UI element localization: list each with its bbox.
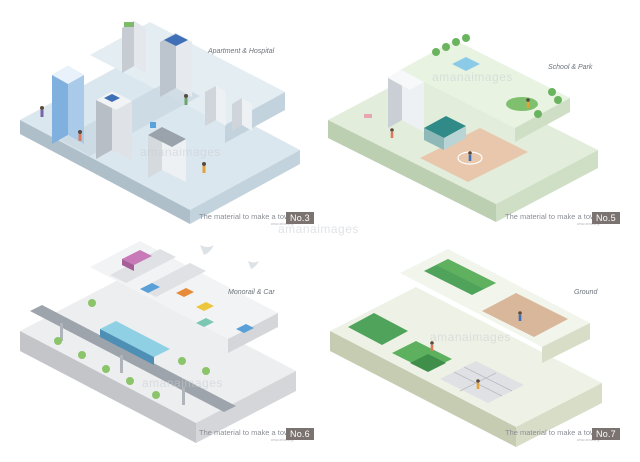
panel-caption: The material to make a town www.amana.jp xyxy=(505,428,600,442)
caption-text: The material to make a town xyxy=(199,428,294,437)
caption-text: The material to make a town xyxy=(505,212,600,221)
caption-subtext: www.amana.jp xyxy=(576,438,600,442)
apartment-hospital-illustration xyxy=(20,21,300,224)
panel-sign-monorail-car: Monorail & Car xyxy=(228,289,275,296)
watermark: amanaimages xyxy=(430,330,511,344)
panel-monorail-car: Monorail & Car The material to make a to… xyxy=(0,231,320,462)
panel-ground: Ground The material to make a town www.a… xyxy=(320,231,640,462)
panel-caption: The material to make a town www.amana.jp xyxy=(199,212,294,226)
panel-caption: The material to make a town www.amana.jp xyxy=(505,212,600,226)
caption-subtext: www.amana.jp xyxy=(270,438,294,442)
panel-number-badge: No.3 xyxy=(286,212,314,224)
caption-subtext: www.amana.jp xyxy=(270,222,294,226)
panel-school-park: School & Park The material to make a tow… xyxy=(320,0,640,231)
caption-text: The material to make a town xyxy=(505,428,600,437)
panel-sign-school-park: School & Park xyxy=(548,64,593,71)
monorail-car-illustration xyxy=(20,241,296,443)
watermark: amanaimages xyxy=(142,376,223,390)
panel-number-badge: No.6 xyxy=(286,428,314,440)
watermark: amanaimages xyxy=(140,145,221,159)
panel-number-badge: No.7 xyxy=(592,428,620,440)
panel-sign-ground: Ground xyxy=(574,289,598,296)
panel-number-badge: No.5 xyxy=(592,212,620,224)
watermark: amanaimages xyxy=(278,222,359,236)
panel-sign-apartment-hospital: Apartment & Hospital xyxy=(208,48,275,55)
caption-text: The material to make a town xyxy=(199,212,294,221)
watermark: amanaimages xyxy=(432,70,513,84)
ground-illustration xyxy=(330,249,602,447)
caption-subtext: www.amana.jp xyxy=(576,222,600,226)
school-park-illustration xyxy=(328,34,598,222)
panel-caption: The material to make a town www.amana.jp xyxy=(199,428,294,442)
panel-apartment-hospital: Apartment & Hospital The material to mak… xyxy=(0,0,320,231)
